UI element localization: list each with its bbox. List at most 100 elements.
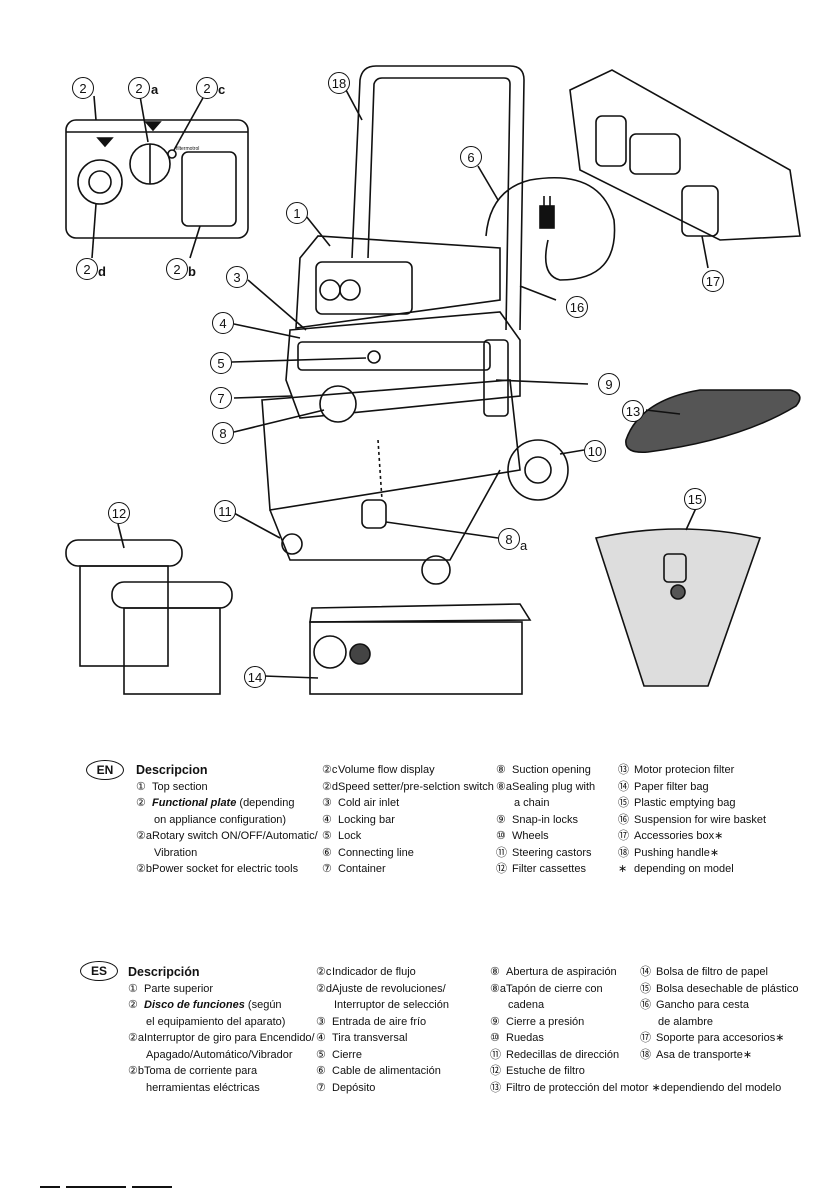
callout-6: 6: [460, 146, 482, 168]
callout-2c-suffix: c: [218, 82, 226, 97]
callout-14: 14: [244, 666, 266, 688]
legend-item: ②aRotary switch ON/OFF/Automatic/: [136, 830, 318, 842]
callout-2: 2: [72, 77, 94, 99]
filter-cassettes: [65, 539, 233, 695]
legend-item: herramientas eléctricas: [146, 1081, 260, 1094]
callout-3: 3: [226, 266, 248, 288]
callout-1: 1: [286, 202, 308, 224]
callout-7: 7: [210, 387, 232, 409]
callout-18: 18: [328, 72, 350, 94]
callout-2a-suffix: a: [151, 82, 159, 97]
callout-8a-suffix: a: [520, 538, 528, 553]
legend-item: Interruptor de selección: [334, 999, 449, 1011]
legend-item: ②aInterruptor de giro para Encendido/: [128, 1032, 315, 1044]
legend-item: Vibration: [154, 846, 198, 859]
legend-item: Apagado/Automático/Vibrador: [146, 1048, 293, 1061]
callout-8: 8: [212, 422, 234, 444]
legend-item: ②dSpeed setter/pre-selction switch: [322, 780, 494, 793]
callout-2b-suffix: b: [188, 264, 196, 279]
legend-item: cadena: [508, 999, 545, 1011]
legend-es-col2: ②cIndicador de flujo ②dAjuste de revoluc…: [316, 964, 486, 1096]
pushing-handle: [351, 65, 525, 331]
callout-12: 12: [108, 502, 130, 524]
legend-item: ②bPower socket for electric tools: [136, 863, 299, 875]
legend-item: ②cIndicador de flujo: [316, 966, 416, 978]
power-cord: [485, 176, 616, 281]
accessories-box: [569, 69, 801, 241]
callout-2a: 2: [128, 77, 150, 99]
callout-2d: 2: [76, 258, 98, 280]
callout-13: 13: [622, 400, 644, 422]
callout-5: 5: [210, 352, 232, 374]
legend-item: ②dAjuste de revoluciones/: [316, 982, 446, 995]
callout-4: 4: [212, 312, 234, 334]
legend-item: ∗depending on model: [618, 863, 734, 875]
product-illustration: filtermotrol: [65, 65, 801, 695]
legend-item: ⑧aTapón de cierre con: [490, 982, 603, 995]
scan-edge-artifact: [40, 1186, 172, 1188]
callout-16: 16: [566, 296, 588, 318]
callout-2d-suffix: d: [98, 264, 106, 279]
legend-item: on appliance configuration): [154, 813, 287, 826]
legend-item: ②bToma de corriente para: [128, 1065, 258, 1077]
callout-11: 11: [214, 500, 236, 522]
callout-15: 15: [684, 488, 706, 510]
callout-2c: 2: [196, 77, 218, 99]
legend-item: ②cVolume flow display: [322, 764, 435, 776]
callout-9: 9: [598, 373, 620, 395]
legend-item: a chain: [514, 797, 550, 809]
legend-item: de alambre: [658, 1015, 714, 1028]
lang-badge-en: EN: [86, 760, 124, 780]
plastic-emptying-bag: [594, 528, 762, 687]
callout-8a: 8: [498, 528, 520, 550]
vacuum-body: [261, 235, 569, 585]
legend-en-title: Descripcion: [136, 763, 208, 777]
panel-label: filtermotrol: [176, 146, 199, 152]
paper-filter-bag: [309, 603, 532, 695]
legend-es-title: Descripción: [128, 965, 200, 979]
control-panel-inset: [65, 95, 249, 259]
lang-badge-es: ES: [80, 961, 118, 981]
callout-2b: 2: [166, 258, 188, 280]
legend-en-col2: ②cVolume flow display ②dSpeed setter/pre…: [322, 762, 502, 878]
callout-17: 17: [702, 270, 724, 292]
